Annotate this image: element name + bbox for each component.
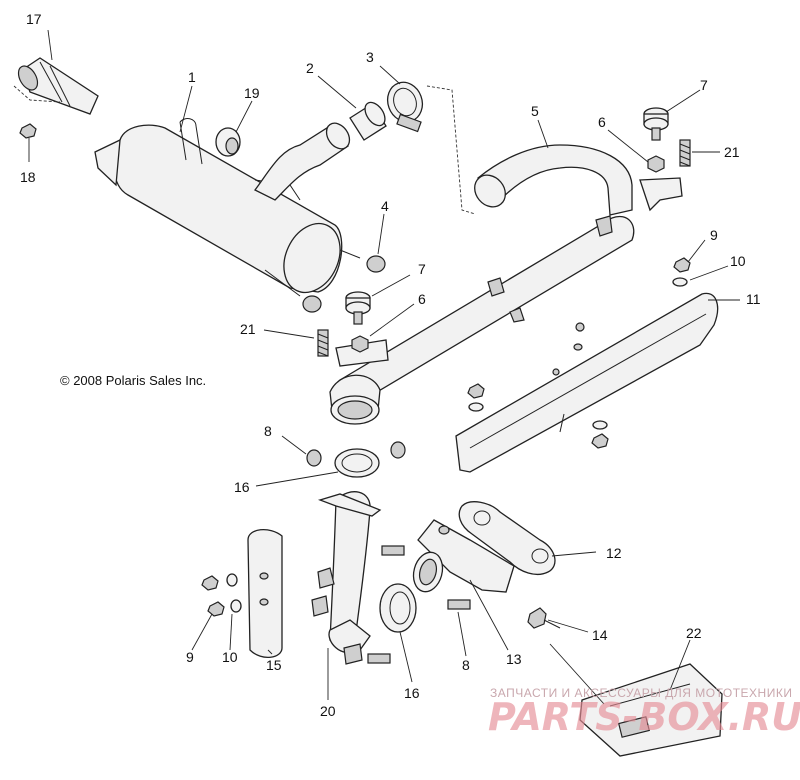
callout-16-lower: 16: [404, 685, 420, 701]
callout-1: 1: [188, 69, 196, 85]
bracket-15: [247, 529, 283, 658]
heat-shield: [455, 292, 719, 473]
callout-17: 17: [26, 11, 42, 27]
long-head-pipe: [329, 215, 635, 425]
copyright-notice: © 2008 Polaris Sales Inc.: [60, 373, 206, 388]
heat-shield-hardware: [467, 383, 609, 449]
callout-13: 13: [506, 651, 522, 667]
callout-10-right: 10: [730, 253, 746, 269]
callout-5: 5: [531, 103, 539, 119]
callout-18: 18: [20, 169, 36, 185]
callout-9-right: 9: [710, 227, 718, 243]
clamp-3: [386, 81, 424, 133]
spring-21: [679, 139, 691, 167]
callout-8-right: 8: [462, 657, 470, 673]
muffler-inlet-pipe: [254, 122, 351, 201]
callout-7-top: 7: [700, 77, 708, 93]
exhaust-flange: [412, 519, 515, 593]
callout-8-left: 8: [264, 423, 272, 439]
bolt-14: [527, 607, 561, 629]
bolt-18: [19, 123, 37, 139]
callout-21-mid: 21: [240, 321, 256, 337]
nut-8-left: [306, 449, 322, 467]
watermark-tagline: ЗАПЧАСТИ И АКСЕССУАРЫ ДЛЯ МОТОТЕХНИКИ: [490, 686, 792, 700]
lower-head-pipe: [311, 491, 382, 665]
nut-8-right: [390, 441, 406, 459]
skid-plate: [579, 663, 723, 757]
callout-6-top: 6: [598, 114, 606, 130]
callout-10-left: 10: [222, 649, 238, 665]
callout-20: 20: [320, 703, 336, 719]
callout-15: 15: [266, 657, 282, 673]
bolt-9-left: [201, 575, 225, 617]
nut-4-b: [302, 295, 322, 313]
bolt-9: [673, 257, 691, 273]
callout-6-mid: 6: [418, 291, 426, 307]
grommet-19: [215, 127, 241, 157]
damper-7-lower: [345, 291, 371, 325]
callout-3: 3: [366, 49, 374, 65]
callout-4: 4: [381, 198, 389, 214]
watermark-site: PARTS-BOX.RU: [488, 695, 800, 739]
exhaust-gasket: [458, 501, 556, 576]
callout-11: 11: [746, 291, 761, 307]
callout-19: 19: [244, 85, 260, 101]
leader-lines: [28, 29, 740, 705]
washer-10: [672, 277, 688, 287]
callout-numbers: 17 18 1 19 2 3 5 6 7 21 4 9 10 7 11 6 21…: [20, 11, 761, 719]
nut-6: [647, 155, 665, 173]
nut-4: [366, 255, 386, 273]
springs-lower: [367, 545, 471, 664]
callout-14: 14: [592, 627, 608, 643]
gasket-16: [334, 448, 380, 478]
spring-21-lower: [317, 329, 329, 357]
callout-22: 22: [686, 625, 702, 641]
head-pipe: [474, 144, 683, 216]
nut-6-lower: [351, 335, 369, 353]
watermark: ЗАПЧАСТИ И АКСЕССУАРЫ ДЛЯ МОТОТЕХНИКИ PA…: [488, 686, 800, 739]
gasket-16-lower: [379, 583, 417, 633]
callout-12: 12: [606, 545, 622, 561]
callout-9-left: 9: [186, 649, 194, 665]
callout-16-center: 16: [234, 479, 250, 495]
sleeve-2: [349, 101, 387, 141]
spark-arrestor-tip: [13, 57, 99, 115]
washer-10-left: [226, 573, 242, 613]
callout-21-top: 21: [724, 144, 740, 160]
callout-2: 2: [306, 60, 314, 76]
callout-7-mid: 7: [418, 261, 426, 277]
damper-7: [643, 107, 669, 141]
